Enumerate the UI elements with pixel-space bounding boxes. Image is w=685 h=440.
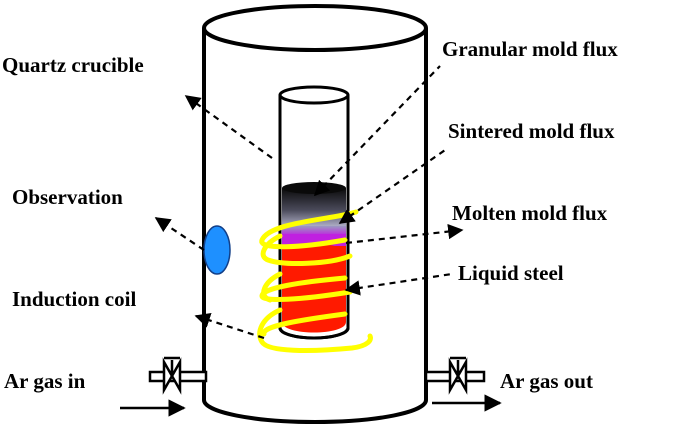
observation-window (203, 225, 231, 275)
label-sintered-mold-flux: Sintered mold flux (448, 119, 615, 143)
label-ar-gas-out: Ar gas out (500, 369, 593, 393)
inlet-valve-icon (148, 356, 208, 395)
liquid-steel-pool (282, 246, 346, 333)
outlet-valve-icon (424, 356, 486, 395)
leader-lines (154, 65, 464, 340)
induction-coil-front (257, 209, 373, 353)
label-molten-mold-flux: Molten mold flux (452, 201, 608, 225)
label-granular-mold-flux: Granular mold flux (442, 37, 618, 61)
label-quartz-crucible: Quartz crucible (2, 53, 144, 77)
label-ar-gas-in: Ar gas in (4, 369, 86, 393)
label-liquid-steel: Liquid steel (458, 261, 564, 285)
label-observation: Observation (12, 185, 123, 209)
label-induction-coil: Induction coil (12, 287, 136, 311)
sintered-flux-layer (282, 226, 346, 236)
